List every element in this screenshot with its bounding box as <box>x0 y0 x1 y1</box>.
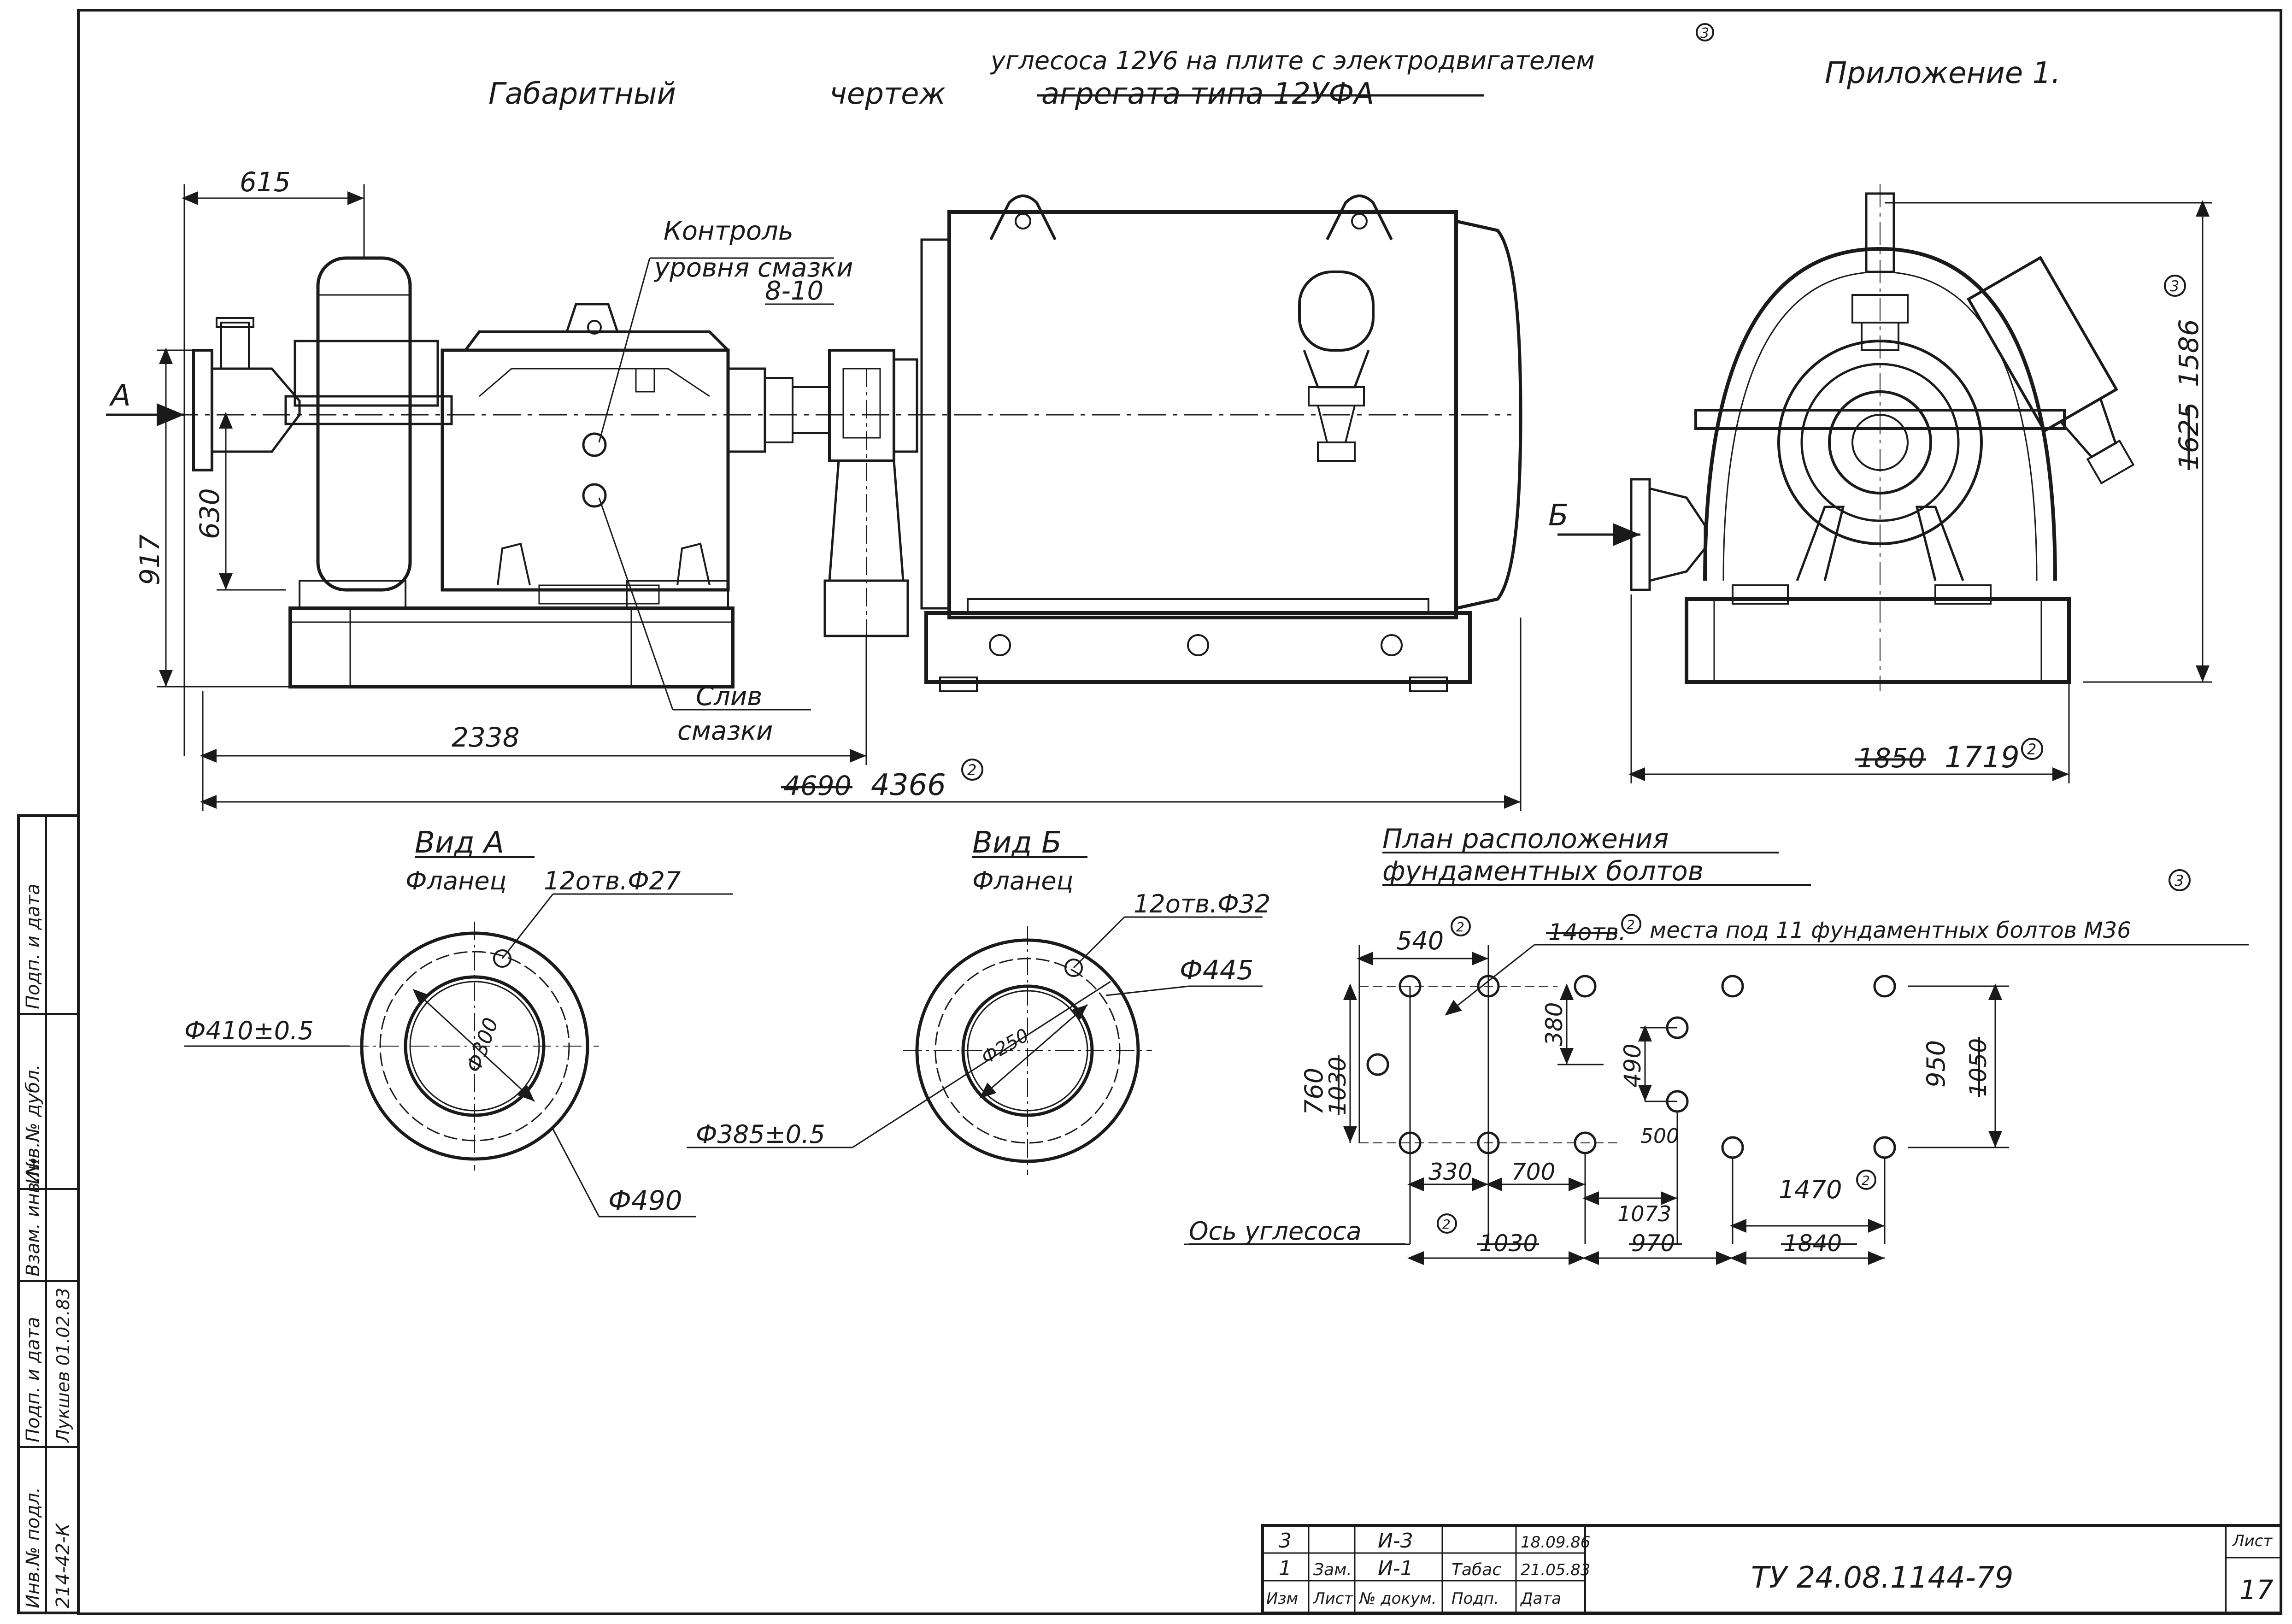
title-block-text: 3 И-3 18.09.86 1 Зам. И-1 Табас 21.05.83… <box>1266 1529 2274 1608</box>
dim-width-new: 1719 <box>1945 741 2020 775</box>
tb-h-izm: Изм <box>1266 1589 1298 1608</box>
view-arrow-b: Б <box>1548 499 1569 533</box>
dim-total-old: 4690 <box>783 770 852 801</box>
stamp-c4: Инв.№ дубл. <box>23 1064 44 1184</box>
sheet-number: 17 <box>2239 1574 2274 1606</box>
view-a-dia-bolt: Ф410±0.5 <box>184 1016 314 1045</box>
tb-r1-doc: И-3 <box>1378 1529 1413 1553</box>
view-a-flange: Вид А Фланец 12отв.Ф27 Ф410±0.5 Ф300 Ф49… <box>184 826 733 1218</box>
tb-h-date: Дата <box>1520 1589 1561 1608</box>
view-a-dia-outer: Ф490 <box>608 1185 682 1216</box>
sheet-label: Лист <box>2232 1532 2273 1550</box>
view-arrow-a: А <box>109 379 131 413</box>
plan-rev-mark-3: 3 <box>2174 872 2184 889</box>
plan-dim-1073: 1073 <box>1617 1201 1671 1226</box>
rev-mark-main: 2 <box>967 761 976 779</box>
title-block <box>1261 1524 2282 1614</box>
plan-title-line2: фундаментных болтов <box>1382 855 1704 887</box>
tb-h-doc: № докум. <box>1358 1589 1437 1608</box>
dim-height-new: 1586 <box>2173 319 2204 387</box>
tb-r2-list: Зам. <box>1313 1560 1352 1579</box>
plan-rev-mark-b: 2 <box>1627 917 1635 932</box>
stamp-c1: Инв.№ подл. <box>23 1487 44 1608</box>
tb-r2-doc: И-1 <box>1378 1557 1413 1580</box>
tb-r2-izm: 1 <box>1279 1557 1292 1580</box>
stamp-c5: Подп. и дата <box>23 884 44 1009</box>
note-oil-level-line1: Контроль <box>664 216 793 246</box>
main-front-view <box>124 194 1522 692</box>
stamp-c2: Подп. и дата <box>23 1317 44 1442</box>
rev-mark-side: 2 <box>2027 741 2036 758</box>
dim-width-old: 1850 <box>1857 742 1925 774</box>
drawing-title: Габаритный чертеж агрегата типа 12УФА уг… <box>488 23 2061 111</box>
left-side-stamp <box>17 814 80 1614</box>
view-a-title: Вид А <box>415 826 504 860</box>
view-a-holes: 12отв.Ф27 <box>544 866 681 895</box>
view-b-dia-bolt: Ф385±0.5 <box>696 1120 825 1149</box>
tb-h-podp: Подп. <box>1452 1589 1499 1608</box>
doc-code: ТУ 24.08.1144-79 <box>1751 1561 2013 1595</box>
plan-dim-540: 540 <box>1396 926 1444 955</box>
view-b-dia-outer: Ф445 <box>1180 954 1254 986</box>
main-view-dimensions <box>106 184 1522 811</box>
side-view-labels: Б 1625 1586 3 1850 1719 2 <box>1548 275 2204 775</box>
dim-total-new: 4366 <box>871 768 946 802</box>
note-oil-drain-line2: смазки <box>677 716 773 746</box>
view-b-flange: Вид Б Фланец 12отв.Ф32 Ф445 Ф250 Ф385±0.… <box>687 826 1270 1175</box>
appendix-label: Приложение 1. <box>1825 56 2061 90</box>
plan-rev-mark-a: 2 <box>1456 919 1464 935</box>
tb-r2-podp: Табас <box>1452 1560 1501 1579</box>
stamp-sig-value: Лукшев 01.02.83 <box>53 1288 73 1443</box>
title-struck-text: агрегата типа 12УФА <box>1041 77 1374 111</box>
plan-note: места под 11 фундаментных болтов М36 <box>1650 918 2131 943</box>
stamp-c3: Взам. инв.№ <box>23 1157 44 1277</box>
left-side-stamp-text: Инв.№ подл. Подп. и дата Взам. инв.№ Инв… <box>23 884 74 1608</box>
plan-rev-mark-d: 2 <box>1442 1217 1451 1232</box>
plan-dim-950: 950 <box>1922 1040 1951 1088</box>
note-oil-level-value: 8-10 <box>765 276 823 306</box>
plan-title-line1: План расположения <box>1382 823 1669 854</box>
view-b-subtitle: Фланец <box>972 866 1073 895</box>
side-view <box>1557 184 2135 691</box>
dim-917: 917 <box>134 534 165 585</box>
dim-2338: 2338 <box>452 722 520 753</box>
dim-630: 630 <box>194 488 225 539</box>
foundation-plan: План расположения фундаментных болтов 3 <box>1184 823 2249 1265</box>
plan-dim-500: 500 <box>1640 1124 1679 1148</box>
plan-rev-mark-c: 2 <box>1862 1173 1870 1188</box>
plan-dim-490: 490 <box>1619 1044 1646 1088</box>
drawing-frame <box>77 9 2282 1615</box>
view-a-subtitle: Фланец <box>406 866 506 895</box>
plan-dim-1470: 1470 <box>1779 1175 1842 1204</box>
view-b-holes: 12отв.Ф32 <box>1134 889 1270 918</box>
note-oil-drain-line1: Слив <box>696 682 762 712</box>
side-view-dimensions <box>1628 200 2212 783</box>
main-view-labels: А 615 Контроль уровня смазки 8-10 Слив с… <box>109 166 983 802</box>
title-word2: чертеж <box>829 77 946 111</box>
title-insert-text: углесоса 12У6 на плите с электродвигател… <box>990 46 1595 75</box>
title-revision-mark: 3 <box>1700 25 1709 41</box>
stamp-inv-value: 214-42-К <box>53 1523 74 1608</box>
title-prefix: Габаритный <box>488 77 676 111</box>
tb-h-list: Лист <box>1312 1589 1353 1608</box>
tb-r1-izm: 3 <box>1279 1529 1292 1553</box>
plan-dim-330: 330 <box>1428 1159 1472 1185</box>
rev-mark-3-side: 3 <box>2170 277 2179 295</box>
plan-axis-label: Ось углесоса <box>1189 1217 1362 1246</box>
note-oil-level-line2: уровня смазки <box>653 253 853 283</box>
plan-dim-760: 760 <box>1299 1068 1328 1115</box>
dim-615: 615 <box>240 166 291 198</box>
plan-dim-380: 380 <box>1541 1002 1568 1046</box>
view-b-title: Вид Б <box>972 826 1062 860</box>
tb-r1-date: 18.09.86 <box>1521 1533 1590 1552</box>
tb-r2-date: 21.05.83 <box>1521 1561 1590 1579</box>
plan-dim-700: 700 <box>1511 1159 1555 1185</box>
